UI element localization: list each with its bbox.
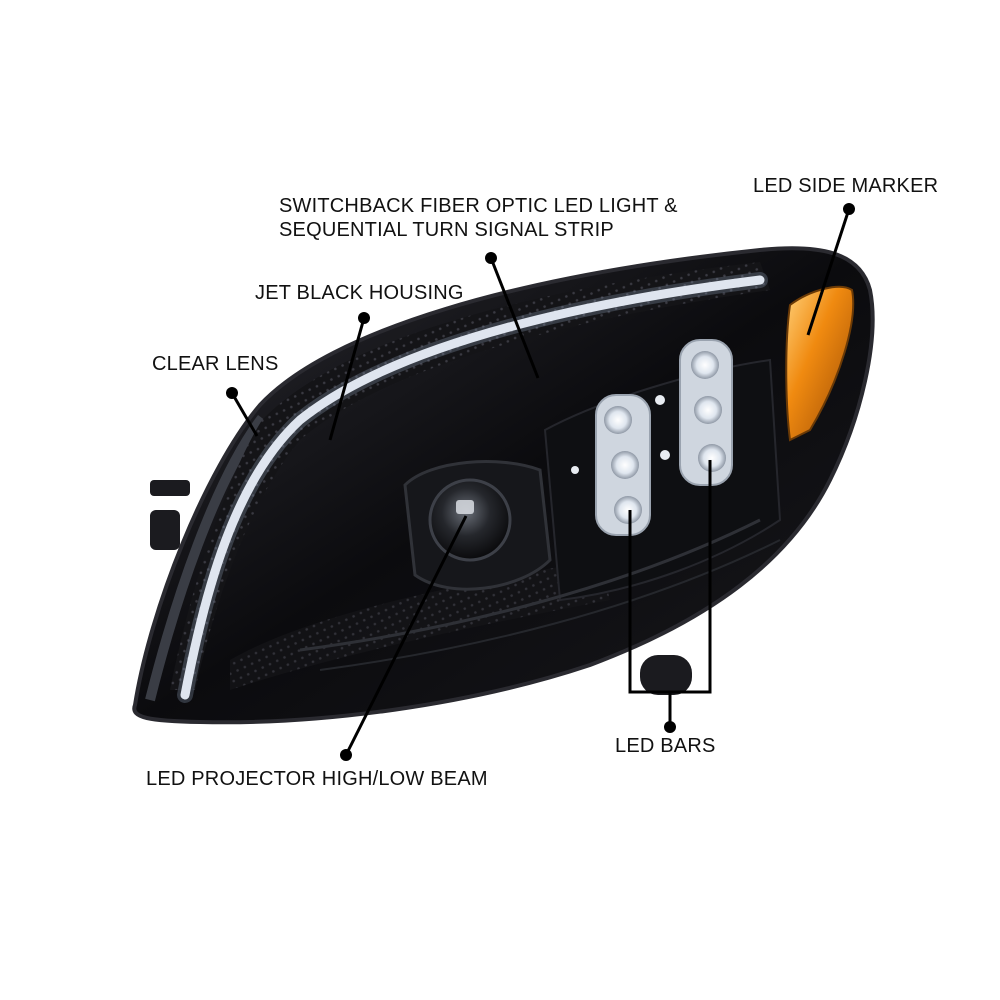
label-line: JET BLACK HOUSING (255, 282, 464, 304)
label-led-bars: LED BARS (615, 734, 716, 758)
lower-mesh (230, 560, 610, 690)
label-line: SWITCHBACK FIBER OPTIC LED LIGHT & (279, 195, 678, 217)
label-jet-black-housing: JET BLACK HOUSING (255, 281, 464, 305)
clear-lens-edge (145, 414, 266, 702)
led-bar-right (679, 339, 733, 486)
accent-leds (571, 395, 670, 474)
label-line: CLEAR LENS (152, 353, 279, 375)
callout-lines (226, 203, 855, 761)
label-led-projector: LED PROJECTOR HIGH/LOW BEAM (146, 767, 488, 791)
projector-module (403, 460, 552, 591)
label-clear-lens: CLEAR LENS (152, 352, 279, 376)
label-line: LED SIDE MARKER (753, 175, 939, 197)
label-switchback-strip: SWITCHBACK FIBER OPTIC LED LIGHT & SEQUE… (279, 194, 678, 242)
label-line: SEQUENTIAL TURN SIGNAL STRIP (279, 219, 614, 241)
housing-mesh (170, 262, 770, 690)
amber-side-marker (785, 285, 855, 442)
led-bar-left (595, 394, 651, 536)
label-line: LED BARS (615, 735, 716, 757)
label-line: LED PROJECTOR HIGH/LOW BEAM (146, 768, 488, 790)
label-led-side-marker: LED SIDE MARKER (753, 174, 938, 198)
fiber-optic-strip (180, 275, 765, 700)
